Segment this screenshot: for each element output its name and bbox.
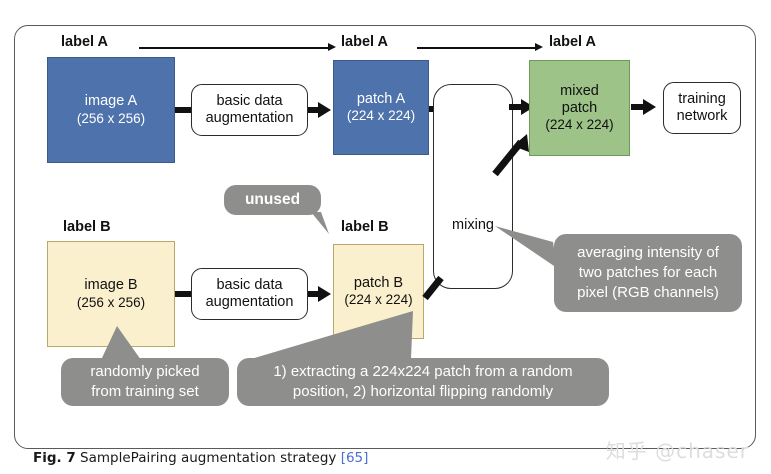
callout-averaging: averaging intensity of two patches for e…	[554, 234, 742, 312]
callout-unused: unused	[224, 185, 321, 215]
arrow-mixed-to-training	[631, 104, 645, 110]
node-aug-a: basic data augmentation	[191, 84, 308, 136]
caption-number: Fig. 7	[33, 450, 76, 466]
node-mixed-patch-title-1: mixed	[560, 82, 599, 99]
callout-randomly-picked-tail	[101, 326, 141, 360]
arrow-image-b-to-aug-b	[175, 291, 191, 297]
arrow-image-a-to-aug-a	[175, 107, 191, 113]
arrow-patch-b-to-mixing	[422, 275, 444, 301]
arrow-aug-b-to-patch-b-head	[318, 286, 331, 302]
arrow-aug-b-to-patch-b	[308, 291, 319, 297]
callout-extracting-text: 1) extracting a 224x224 patch from a ran…	[273, 363, 573, 400]
label-a-arrowhead-2	[535, 43, 543, 51]
node-training-network: training network	[663, 82, 741, 134]
label-a-connector-2	[417, 47, 536, 49]
label-b-1: label B	[63, 219, 111, 235]
watermark: 知乎 @chaser	[605, 439, 749, 463]
callout-randomly-picked: randomly picked from training set	[61, 358, 229, 406]
node-aug-a-line1: basic data	[216, 92, 283, 109]
node-aug-a-line2: augmentation	[205, 110, 294, 126]
node-patch-a-size: (224 x 224)	[346, 108, 416, 124]
node-image-a-title: image A	[84, 93, 138, 110]
node-aug-b-line1: basic data	[216, 276, 283, 293]
label-a-2: label A	[341, 34, 389, 50]
label-a-3: label A	[549, 34, 597, 50]
node-mixed-patch-size: (224 x 224)	[545, 117, 614, 133]
node-image-b-title: image B	[84, 277, 138, 294]
node-mixing: mixing	[433, 84, 513, 289]
caption-reference: [65]	[340, 450, 369, 466]
node-image-a: image A (256 x 256)	[47, 57, 175, 163]
callout-extracting: 1) extracting a 224x224 patch from a ran…	[237, 358, 609, 406]
callout-averaging-tail	[495, 226, 557, 268]
node-patch-a-title: patch A	[356, 90, 406, 107]
node-patch-a: patch A (224 x 224)	[333, 60, 429, 155]
callout-extracting-tail	[251, 311, 413, 359]
node-training-network-line1: training	[678, 90, 726, 107]
node-training-network-line2: network	[676, 108, 728, 124]
caption-text: SamplePairing augmentation strategy	[80, 450, 337, 466]
figure-frame: label A label A label A image A (256 x 2…	[14, 25, 757, 466]
label-a-1: label A	[61, 34, 109, 50]
figure-caption: Fig. 7 SamplePairing augmentation strate…	[33, 450, 733, 466]
label-b-2: label B	[341, 219, 389, 235]
arrow-aug-a-to-patch-a	[308, 107, 319, 113]
label-a-arrowhead-1	[328, 43, 336, 51]
node-image-a-size: (256 x 256)	[76, 110, 146, 126]
node-image-b-size: (256 x 256)	[76, 294, 146, 310]
node-aug-b: basic data augmentation	[191, 268, 308, 320]
node-patch-b-title: patch B	[353, 274, 404, 291]
diagram-canvas: label A label A label A image A (256 x 2…	[15, 26, 757, 414]
node-patch-b-size: (224 x 224)	[344, 292, 413, 308]
arrow-mixing-to-mixed-lower	[492, 134, 529, 177]
node-mixed-patch: mixed patch (224 x 224)	[529, 60, 630, 156]
node-mixing-title: mixing	[452, 216, 494, 233]
arrow-mixing-to-mixed-upper	[509, 104, 523, 110]
arrow-aug-a-to-patch-a-head	[318, 102, 331, 118]
callout-randomly-picked-text: randomly picked from training set	[90, 363, 200, 400]
arrow-mixed-to-training-head	[643, 99, 656, 115]
callout-unused-tail	[311, 212, 329, 234]
node-mixed-patch-title-2: patch	[561, 100, 598, 117]
label-a-connector-1	[139, 47, 329, 49]
node-image-b: image B (256 x 256)	[47, 241, 175, 347]
callout-averaging-text: averaging intensity of two patches for e…	[577, 243, 719, 302]
node-aug-b-line2: augmentation	[205, 294, 294, 310]
